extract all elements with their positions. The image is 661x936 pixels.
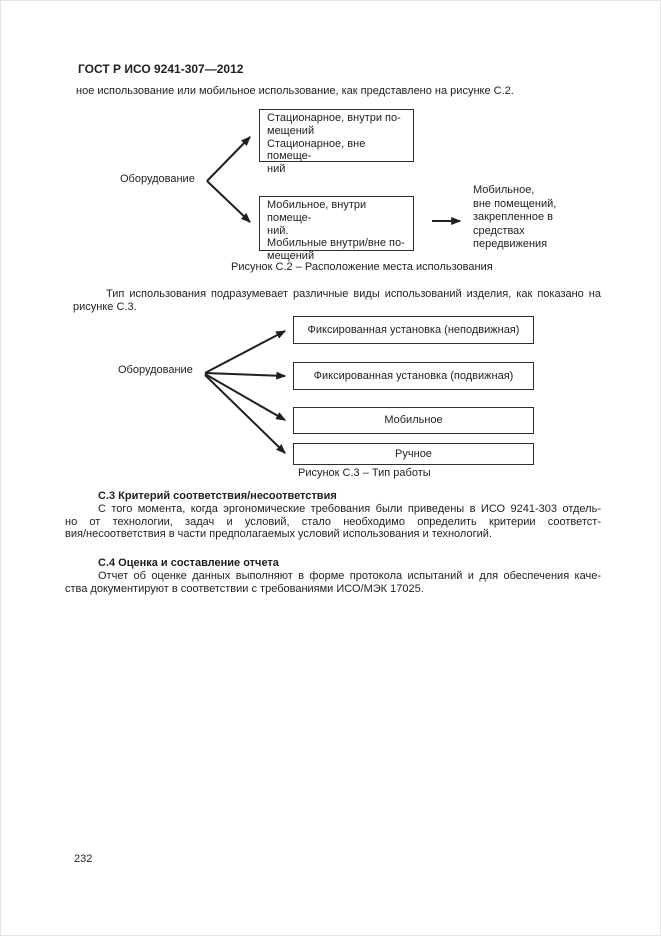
- figure-c2-side-note: Мобильное, вне помещений, закрепленное в…: [473, 184, 557, 250]
- arrow-c3-equipment-to-handheld: [204, 374, 286, 454]
- page-header: ГОСТ Р ИСО 9241-307—2012: [78, 62, 244, 76]
- section-c4-line: Отчет об оценке данных выполняют в форме…: [98, 570, 601, 582]
- arrow-c2-equipment-to-mobile: [206, 180, 251, 223]
- figure-c3-box-fixed-mobile: Фиксированная установка (подвижная): [293, 362, 534, 390]
- page-number: 232: [74, 853, 93, 865]
- section-c4-paragraph: Отчет об оценке данных выполняют в форме…: [65, 570, 601, 595]
- section-c4-heading: С.4 Оценка и составление отчета: [98, 557, 279, 569]
- figure-c2-box-mobile: Мобильное, внутри помеще- ний. Мобильные…: [259, 196, 414, 262]
- figure-c2-caption: Рисунок С.2 – Расположение места использ…: [231, 261, 493, 273]
- between-paragraph: Тип использования подразумевает различны…: [73, 288, 601, 313]
- between-paragraph-line: Тип использования подразумевает различны…: [106, 288, 601, 300]
- figure-c3-box-handheld: Ручное: [293, 443, 534, 465]
- figure-c3-box-fixed-immobile: Фиксированная установка (неподвижная): [293, 316, 534, 344]
- figure-c3-box-mobile: Мобильное: [293, 407, 534, 434]
- between-paragraph-line: рисунке С.3.: [73, 300, 137, 313]
- arrow-c3-equipment-to-fixed-mobile: [204, 371, 287, 380]
- intro-paragraph: ное использование или мобильное использо…: [76, 85, 514, 97]
- section-c3-paragraph: С того момента, когда эргономические тре…: [65, 503, 601, 541]
- figure-c2-box-stationary: Стационарное, внутри по- мещений Стацион…: [259, 109, 414, 175]
- section-c3-line: вия/несоответствия в части предполагаемы…: [65, 528, 492, 540]
- arrow-c3-equipment-to-mobile: [204, 373, 287, 421]
- arrow-c2-equipment-to-stationary: [206, 136, 251, 182]
- figure-c3-caption: Рисунок С.3 – Тип работы: [298, 467, 431, 479]
- section-c3-line: но от технологии, задач и условий, стало…: [65, 515, 601, 528]
- section-c3-heading: С.3 Критерий соответствия/несоответствия: [98, 490, 337, 502]
- figure-c3-equipment-label: Оборудование: [118, 364, 193, 376]
- section-c3-line: С того момента, когда эргономические тре…: [98, 503, 601, 515]
- section-c4-line: ства документируют в соответствии с треб…: [65, 582, 424, 595]
- figure-c2-equipment-label: Оборудование: [120, 173, 195, 185]
- arrow-c3-equipment-to-fixed-immobile: [204, 330, 287, 374]
